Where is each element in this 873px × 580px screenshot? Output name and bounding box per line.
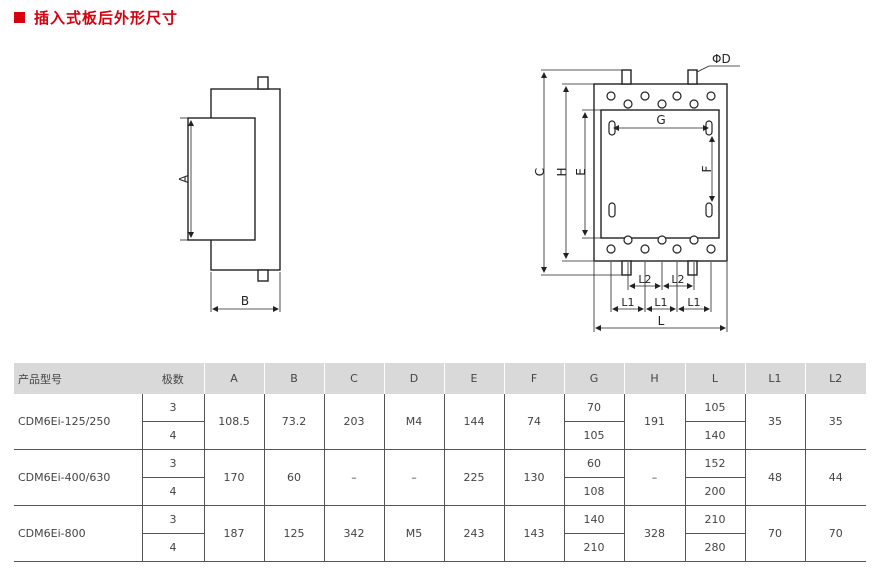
section-title: 插入式板后外形尺寸 bbox=[34, 8, 179, 27]
cell-l: 200 bbox=[684, 477, 745, 506]
cell-l1: 70 bbox=[744, 505, 805, 562]
cell-a: 108.5 bbox=[203, 394, 264, 450]
cell-h: 191 bbox=[623, 394, 685, 450]
label-l1-left: L1 bbox=[621, 296, 634, 309]
label-phi-d: ΦD bbox=[712, 52, 731, 66]
cell-model: CDM6Ei-400/630 bbox=[14, 449, 142, 506]
label-l: L bbox=[658, 314, 665, 328]
cell-a: 187 bbox=[203, 505, 264, 562]
cell-e: 225 bbox=[443, 449, 504, 506]
cell-e: 243 bbox=[443, 505, 504, 562]
cell-d: M4 bbox=[383, 394, 444, 450]
table-header-row: 产品型号 极数 A B C D E F G H L L1 L2 bbox=[14, 363, 866, 394]
cell-d: M5 bbox=[383, 505, 444, 562]
header-poles: 极数 bbox=[142, 363, 204, 394]
header-a: A bbox=[203, 363, 264, 394]
cell-f: 143 bbox=[503, 505, 564, 562]
label-l2-right: L2 bbox=[671, 273, 684, 286]
label-b: B bbox=[241, 294, 249, 308]
cell-poles: 4 bbox=[141, 421, 204, 450]
table-row: CDM6Ei-125/250 3 108.5 73.2 203 M4 144 7… bbox=[14, 394, 866, 450]
label-f: F bbox=[700, 165, 714, 172]
cell-g: 70 bbox=[563, 394, 624, 422]
header-e: E bbox=[443, 363, 504, 394]
dimension-table: 产品型号 极数 A B C D E F G H L L1 L2 CDM6Ei-1… bbox=[14, 363, 866, 562]
cell-f: 74 bbox=[503, 394, 564, 450]
header-c: C bbox=[323, 363, 384, 394]
cell-l1: 48 bbox=[744, 449, 805, 506]
table-row: 4 108 200 bbox=[14, 477, 866, 506]
cell-b: 60 bbox=[263, 449, 324, 506]
side-view bbox=[180, 76, 281, 312]
front-dimensions bbox=[541, 65, 740, 332]
label-l1-right: L1 bbox=[687, 296, 700, 309]
cell-d: – bbox=[383, 449, 444, 506]
cell-g: 210 bbox=[563, 533, 624, 562]
cell-l: 280 bbox=[684, 533, 745, 562]
cell-l: 105 bbox=[684, 394, 745, 422]
dimension-drawing: A B bbox=[177, 52, 740, 332]
cell-l2: 44 bbox=[804, 449, 866, 506]
cell-l: 152 bbox=[684, 449, 745, 478]
section-heading: 插入式板后外形尺寸 bbox=[14, 7, 178, 27]
label-h: H bbox=[555, 167, 569, 176]
cell-l1: 35 bbox=[744, 394, 805, 450]
cell-f: 130 bbox=[503, 449, 564, 506]
header-d: D bbox=[383, 363, 444, 394]
bullet-square-icon bbox=[14, 11, 25, 23]
header-l: L bbox=[684, 363, 745, 394]
cell-poles: 3 bbox=[141, 449, 204, 478]
cell-b: 73.2 bbox=[263, 394, 324, 450]
table-row: 4 210 280 bbox=[14, 533, 866, 562]
cell-poles: 3 bbox=[141, 394, 204, 422]
header-f: F bbox=[503, 363, 564, 394]
header-l2: L2 bbox=[804, 363, 866, 394]
label-a: A bbox=[177, 174, 191, 183]
table-row: CDM6Ei-400/630 3 170 60 – – 225 130 60 –… bbox=[14, 449, 866, 506]
cell-l2: 35 bbox=[804, 394, 866, 450]
cell-l: 140 bbox=[684, 421, 745, 450]
cell-a: 170 bbox=[203, 449, 264, 506]
header-h: H bbox=[623, 363, 685, 394]
header-g: G bbox=[563, 363, 624, 394]
label-e: E bbox=[574, 168, 588, 176]
cell-c: 203 bbox=[323, 394, 384, 450]
header-b: B bbox=[263, 363, 324, 394]
cell-g: 108 bbox=[563, 477, 624, 506]
label-l1-mid: L1 bbox=[654, 296, 667, 309]
header-model: 产品型号 bbox=[14, 363, 142, 394]
cell-l: 210 bbox=[684, 505, 745, 534]
cell-c: – bbox=[323, 449, 384, 506]
cell-poles: 4 bbox=[141, 533, 204, 562]
label-g: G bbox=[656, 113, 665, 127]
cell-g: 140 bbox=[563, 505, 624, 534]
label-l2-left: L2 bbox=[638, 273, 651, 286]
cell-e: 144 bbox=[443, 394, 504, 450]
label-c: C bbox=[533, 168, 547, 176]
cell-h: 328 bbox=[623, 505, 685, 562]
cell-c: 342 bbox=[323, 505, 384, 562]
cell-poles: 3 bbox=[141, 505, 204, 534]
front-view bbox=[593, 69, 728, 276]
cell-poles: 4 bbox=[141, 477, 204, 506]
header-l1: L1 bbox=[744, 363, 805, 394]
top-terminals bbox=[606, 91, 716, 109]
bottom-terminals bbox=[606, 235, 716, 254]
cell-model: CDM6Ei-125/250 bbox=[14, 394, 142, 450]
cell-b: 125 bbox=[263, 505, 324, 562]
table-row: CDM6Ei-800 3 187 125 342 M5 243 143 140 … bbox=[14, 505, 866, 562]
cell-model: CDM6Ei-800 bbox=[14, 505, 142, 562]
cell-h: – bbox=[623, 449, 685, 506]
cell-g: 60 bbox=[563, 449, 624, 478]
cell-g: 105 bbox=[563, 421, 624, 450]
cell-l2: 70 bbox=[804, 505, 866, 562]
